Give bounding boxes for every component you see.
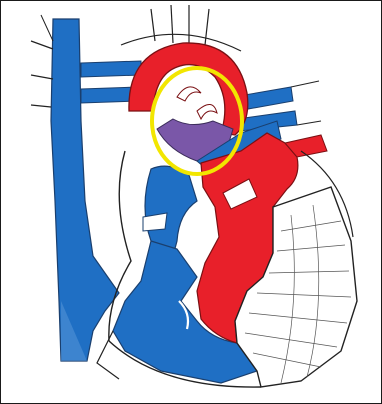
- aorta: [129, 43, 248, 135]
- pulmonary-branches: [81, 61, 321, 131]
